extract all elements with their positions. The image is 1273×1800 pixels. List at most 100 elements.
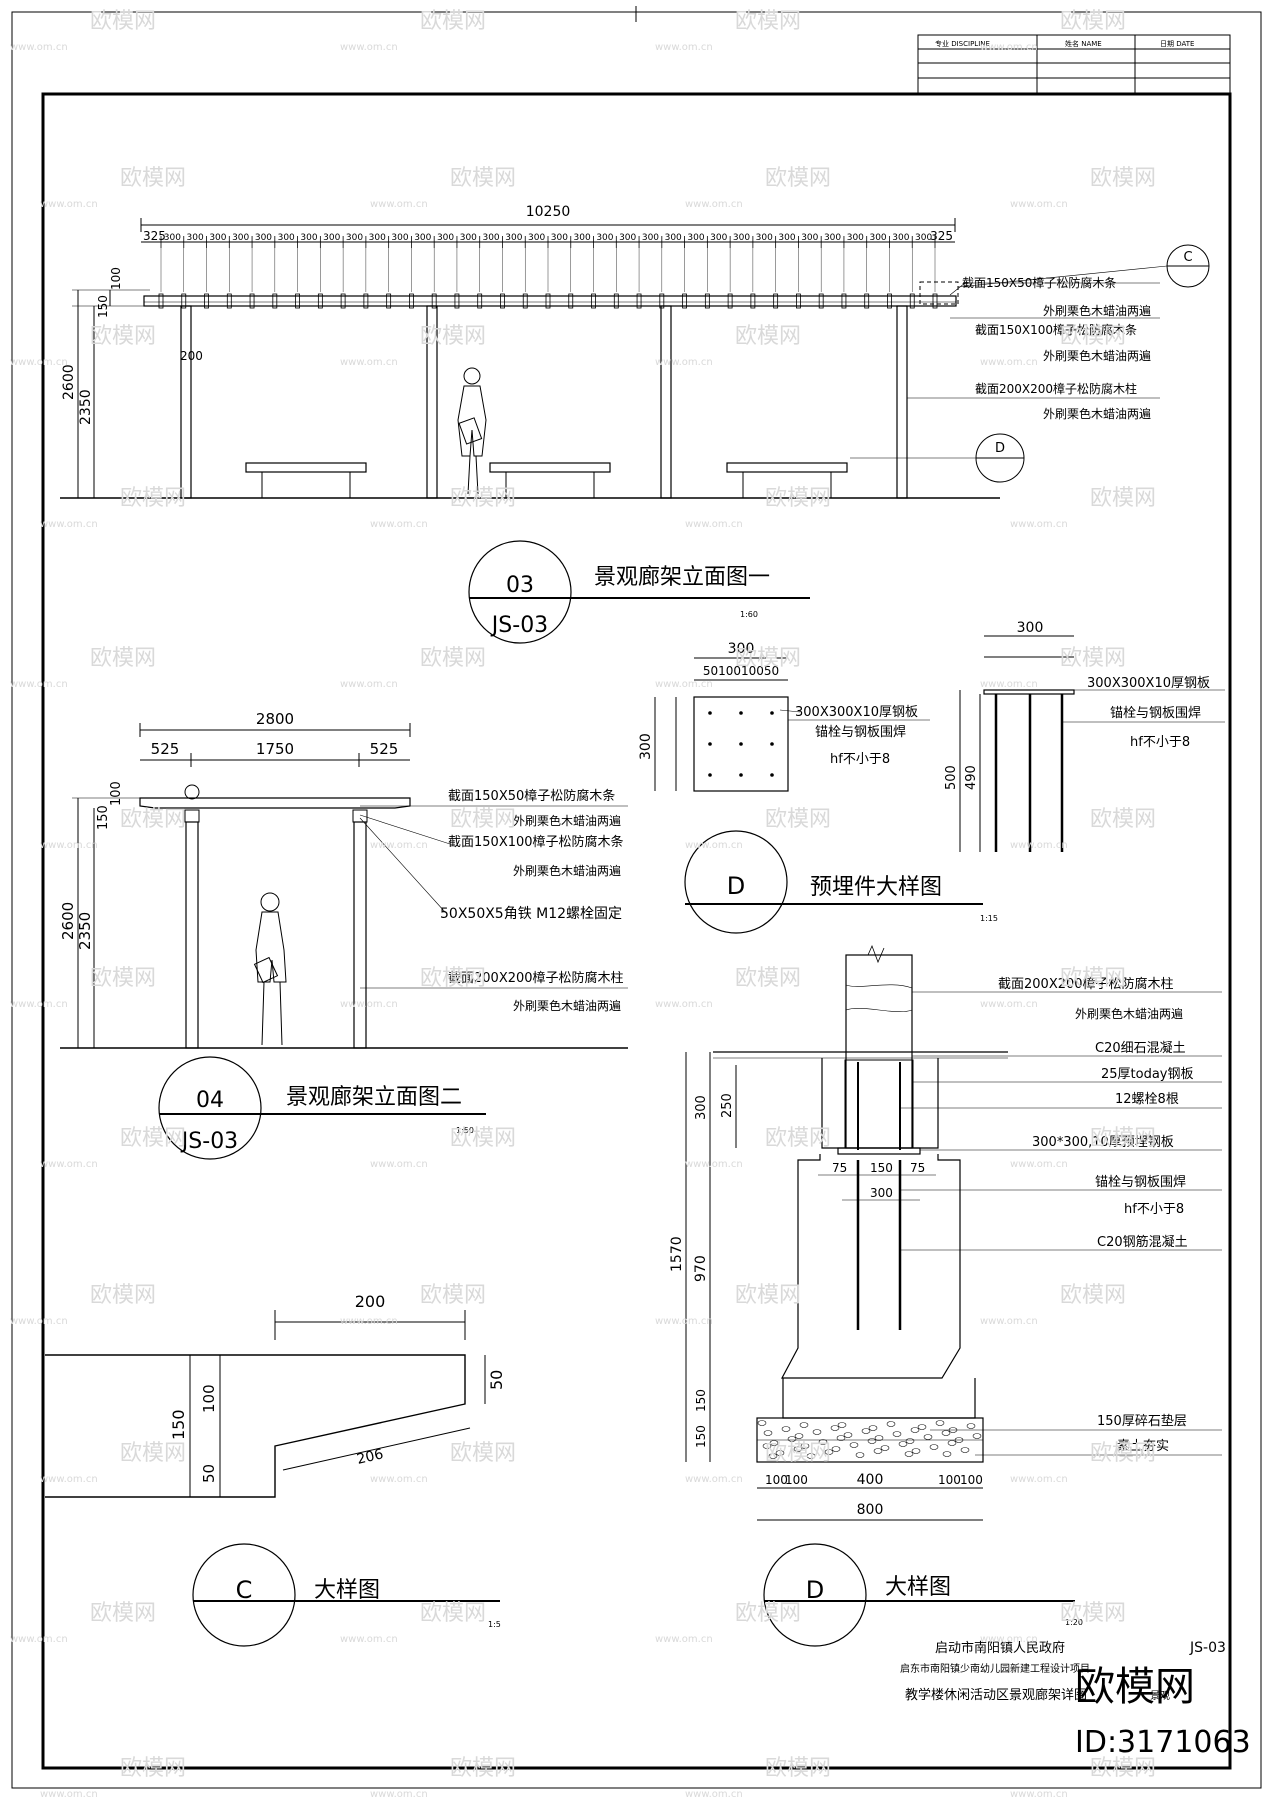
elev1-rafter xyxy=(340,293,346,309)
gravel-stone xyxy=(849,1442,859,1448)
elev1-dim-spacing: 300 xyxy=(187,233,204,243)
watermark-brand: 欧模网 xyxy=(1060,1601,1126,1626)
elev1-rafter xyxy=(909,293,915,309)
elevation-2: 2800 525 1750 525 2600 2350 150 100 截面15… xyxy=(59,710,628,1160)
elev1-rafter xyxy=(818,293,824,309)
elev1-note-6: 外刷栗色木蜡油两遍 xyxy=(1043,407,1151,421)
gravel-stone xyxy=(769,1440,779,1446)
tb-header-discipline: 专业 DISCIPLINE xyxy=(935,39,990,48)
footing-index: D xyxy=(806,1576,824,1604)
elev1-rafter xyxy=(522,293,528,309)
watermark-brand: 欧模网 xyxy=(1090,1756,1156,1781)
beam-detail: 200 50 150 100 50 206 C 大样图 1:5 xyxy=(45,1292,506,1647)
footing-dim-b6: 800 xyxy=(857,1502,884,1518)
footing-note-5: 12螺栓8根 xyxy=(1115,1092,1179,1107)
watermark-brand: 欧模网 xyxy=(1060,1283,1126,1308)
watermark-site: www.om.cn xyxy=(340,42,398,53)
gravel-stone xyxy=(880,1445,890,1451)
watermark-layer: 欧模网 www.om.cn 欧模网 www.om.cn 欧模网 www.om.cn 欧模网 w… xyxy=(10,9,1156,1800)
gravel-stone xyxy=(861,1428,871,1434)
elev1-bench-1 xyxy=(245,462,367,498)
footing-note-2: 外刷栗色木蜡油两遍 xyxy=(1075,1007,1183,1021)
embed-dim-depth-a: 500 xyxy=(944,765,959,790)
footing-note-11: 素土夯实 xyxy=(1117,1439,1169,1454)
elev2-dim-mid: 1750 xyxy=(256,740,294,758)
gravel-stone xyxy=(905,1438,915,1444)
elev1-dim-spacing: 300 xyxy=(346,233,363,243)
beam-index-circle xyxy=(192,1543,296,1647)
watermark-site: www.om.cn xyxy=(370,1474,428,1485)
watermark-site: www.om.cn xyxy=(685,199,743,210)
elev2-index-circle xyxy=(158,1056,262,1160)
elev2-note-1: 截面150X50樟子松防腐木条 xyxy=(448,788,615,804)
elev1-rafter xyxy=(181,293,187,309)
watermark-brand: 欧模网 xyxy=(120,1756,186,1781)
footing-dim-m4: 300 xyxy=(870,1186,893,1200)
elev1-dim-spacing: 300 xyxy=(824,233,841,243)
gravel-stone xyxy=(867,1438,877,1444)
elev1-dim-end-right: 325 xyxy=(930,229,953,243)
watermark-brand: 欧模网 xyxy=(1060,324,1126,349)
watermark-site: www.om.cn xyxy=(40,1789,98,1800)
footing-title: 大样图 xyxy=(885,1575,951,1600)
elev1-dim-height-post: 2350 xyxy=(78,389,94,425)
embed-bolt xyxy=(770,773,774,777)
embed-section-note-2: 锚栓与钢板围焊 xyxy=(1110,705,1201,721)
elev1-rafter xyxy=(704,293,710,309)
elev1-rafter xyxy=(591,293,596,309)
tb-sheet-no: JS-03 xyxy=(1189,1640,1226,1656)
gravel-stone xyxy=(966,1423,976,1429)
elev1-rafter xyxy=(796,293,801,309)
embed-section-note-1: 300X300X10厚钢板 xyxy=(1087,676,1210,691)
elev1-rafter xyxy=(477,293,483,309)
elev1-rafter xyxy=(932,293,938,309)
footing-dim-b3: 400 xyxy=(857,1472,884,1488)
footing-dim-m2: 150 xyxy=(870,1161,893,1175)
gravel-stone xyxy=(941,1430,951,1436)
elev1-note-2: 外刷栗色木蜡油两遍 xyxy=(1043,304,1151,318)
watermark-brand: 欧模网 xyxy=(1060,646,1126,671)
elev1-scale: 1:60 xyxy=(740,610,758,619)
watermark-brand: 欧模网 xyxy=(420,1283,486,1308)
watermark-brand: 欧模网 xyxy=(90,324,156,349)
elev1-dim-spacing: 300 xyxy=(460,233,477,243)
gravel-stone xyxy=(874,1435,884,1441)
watermark-site: www.om.cn xyxy=(1010,519,1068,530)
watermark-site: www.om.cn xyxy=(370,1159,428,1170)
elev1-dim-overhang: 200 xyxy=(180,349,203,363)
watermark-brand: 欧模网 xyxy=(420,966,486,991)
watermark-site: www.om.cn xyxy=(1010,840,1068,851)
footing-note-10: 150厚碎石垫层 xyxy=(1097,1413,1187,1429)
watermark-brand: 欧模网 xyxy=(765,807,831,832)
elev1-rafter xyxy=(317,293,323,309)
watermark-site: www.om.cn xyxy=(340,999,398,1010)
elev1-dim-spacing: 300 xyxy=(801,233,818,243)
watermark-site: www.om.cn xyxy=(10,42,68,53)
elev2-note-7: 外刷栗色木蜡油两遍 xyxy=(513,999,621,1013)
footing-dim-v4: 970 xyxy=(693,1255,709,1282)
gravel-stone xyxy=(923,1434,933,1440)
beam-dim-slope: 206 xyxy=(355,1446,385,1468)
elev2-dim-height-total: 2600 xyxy=(59,902,77,940)
footing-detail: 截面200X200樟子松防腐木柱 外刷栗色木蜡油两遍 C20细石混凝土 25厚t… xyxy=(669,944,1222,1647)
watermark-site: www.om.cn xyxy=(685,1474,743,1485)
gravel-stone xyxy=(763,1430,773,1436)
elev2-note-2: 外刷栗色木蜡油两遍 xyxy=(513,814,621,828)
elev2-dim-left: 525 xyxy=(151,740,180,758)
embed-index: D xyxy=(727,872,745,900)
title-block-bottom: 启动市南阳镇人民政府 启东市南阳镇少南幼儿园新建工程设计项目 教学楼休闲活动区景… xyxy=(900,1640,1226,1703)
embed-index-circle xyxy=(684,830,788,934)
footing-note-1: 截面200X200樟子松防腐木柱 xyxy=(998,976,1174,992)
embed-bolt xyxy=(770,711,774,715)
footing-index-circle xyxy=(763,1543,867,1647)
watermark-site: www.om.cn xyxy=(980,999,1038,1010)
elev1-rafter xyxy=(363,293,369,309)
elev1-dim-top-b: 100 xyxy=(109,267,123,290)
gravel-stone xyxy=(787,1436,797,1442)
elev1-rafter xyxy=(431,293,437,309)
elev2-post-right xyxy=(353,821,367,1049)
footing-dim-v1: 300 xyxy=(694,1095,709,1120)
watermark-site: www.om.cn xyxy=(370,840,428,851)
footing-note-3: C20细石混凝土 xyxy=(1095,1040,1186,1056)
